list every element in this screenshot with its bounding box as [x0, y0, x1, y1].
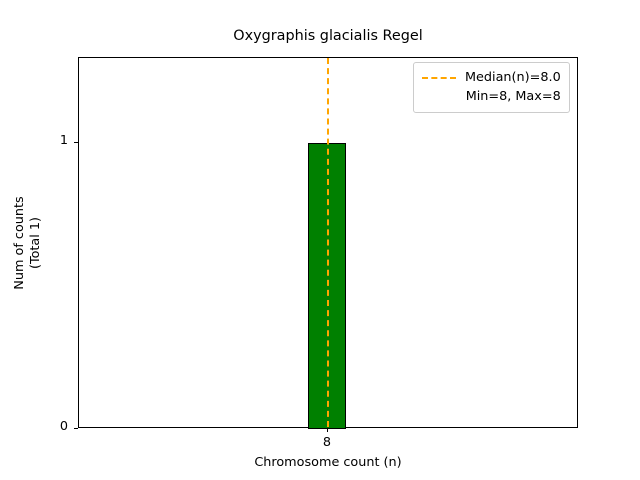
chart-title: Oxygraphis glacialis Regel — [233, 28, 423, 44]
y-axis-label-line1: Num of counts — [12, 195, 28, 290]
legend-label-median: Median(n)=8.0 — [465, 70, 561, 85]
legend-label-minmax: Min=8, Max=8 — [465, 89, 561, 104]
y-tick-mark-0 — [74, 428, 78, 429]
x-tick-mark-8 — [327, 428, 328, 432]
y-axis-label: Num of counts (Total 1) — [0, 57, 56, 428]
x-tick-label-8: 8 — [322, 435, 332, 450]
y-tick-mark-1 — [74, 142, 78, 143]
median-line — [327, 58, 329, 427]
y-tick-label-1: 1 — [59, 133, 68, 148]
y-tick-label-0: 0 — [59, 419, 68, 434]
legend: Median(n)=8.0 Min=8, Max=8 — [413, 62, 570, 113]
legend-item-minmax: Min=8, Max=8 — [422, 87, 561, 106]
legend-item-median: Median(n)=8.0 — [422, 68, 561, 87]
legend-dashed-line-icon — [422, 76, 456, 79]
plot-area — [78, 57, 578, 429]
y-axis-label-line2: (Total 1) — [28, 216, 43, 269]
x-axis-label: Chromosome count (n) — [254, 455, 402, 470]
